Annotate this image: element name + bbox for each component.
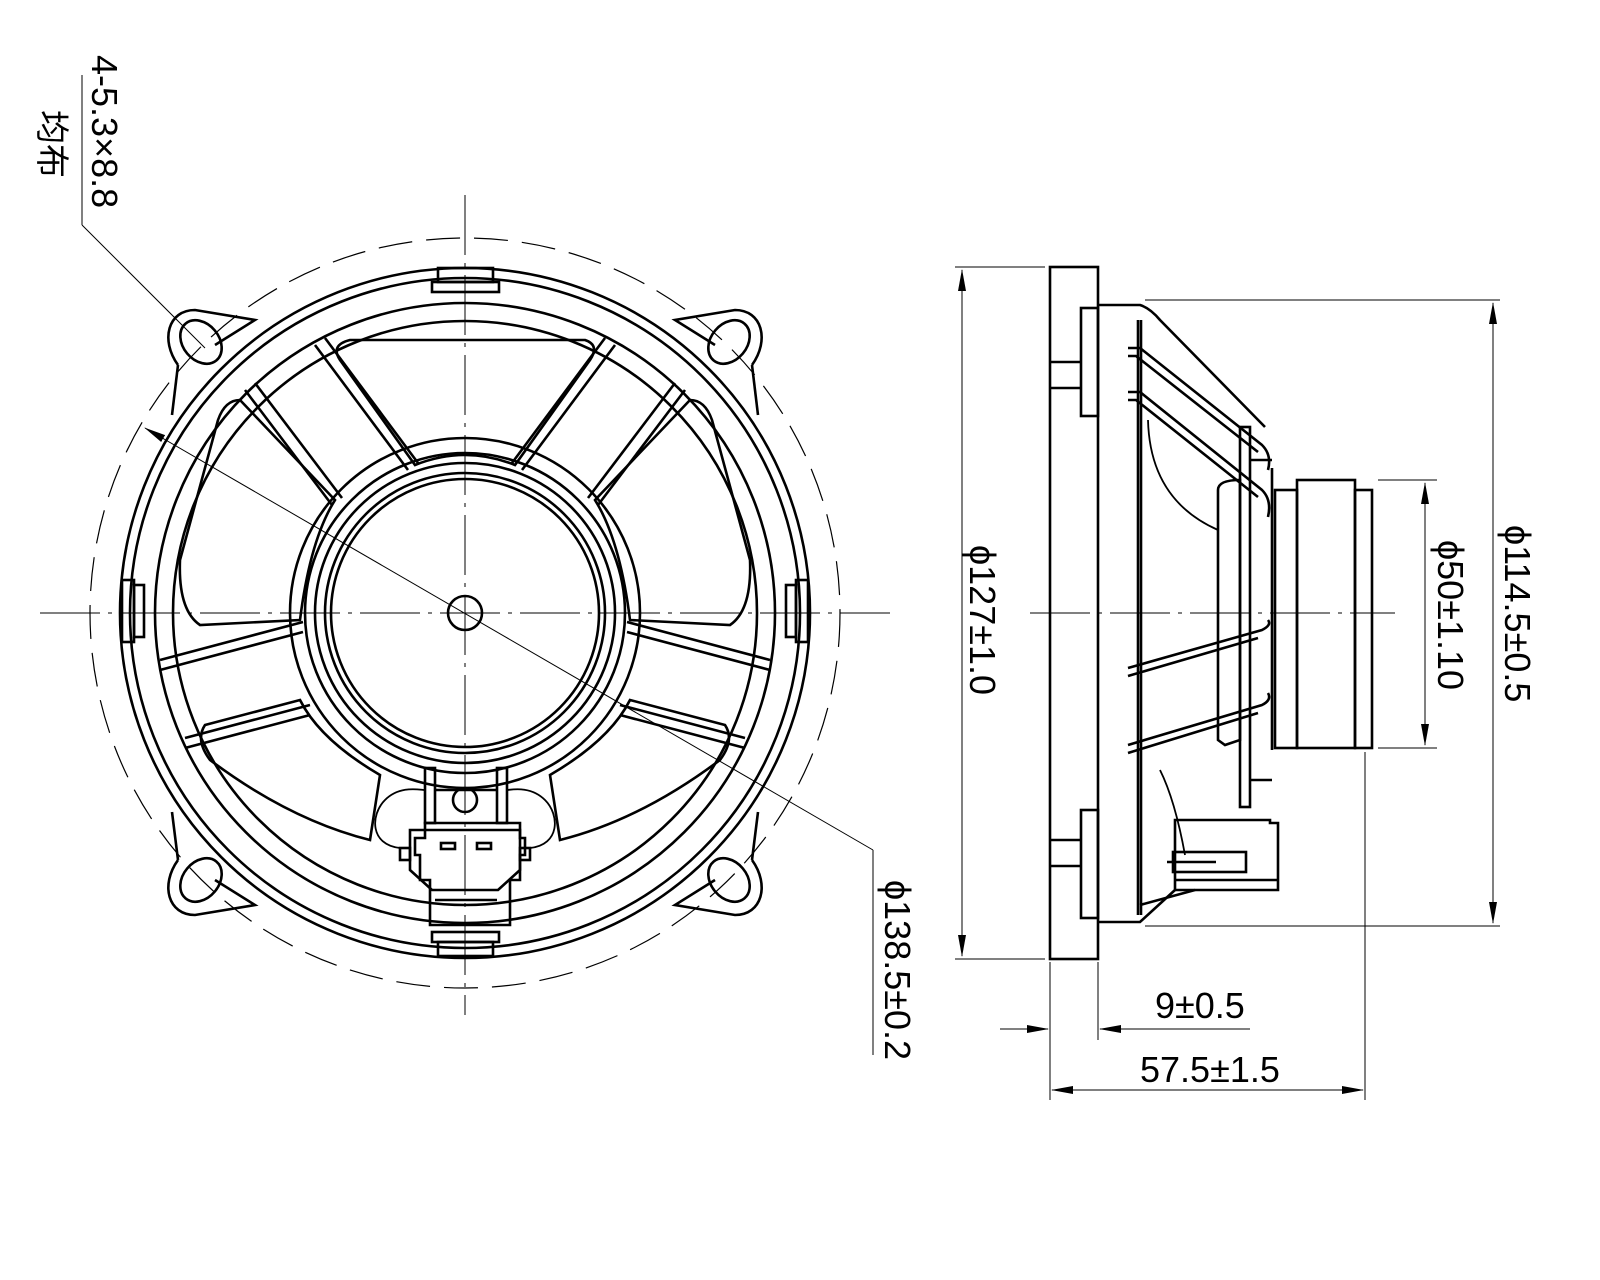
magnet-back-plate bbox=[1353, 488, 1374, 750]
mounting-hole-bottom-right bbox=[707, 856, 751, 904]
terminal-connector bbox=[374, 766, 556, 927]
mounting-ears bbox=[167, 308, 763, 917]
spokes bbox=[159, 337, 771, 750]
hole-callout-leader bbox=[81, 224, 206, 349]
diameter-leader-line bbox=[144, 427, 874, 851]
terminal-housing bbox=[1173, 818, 1280, 892]
clip-right bbox=[794, 578, 810, 644]
clip-left bbox=[120, 578, 136, 644]
window-top-left bbox=[178, 398, 337, 627]
frame-diameter-label: ϕ127±1.0 bbox=[962, 545, 1003, 695]
mounting-hole-top-right bbox=[707, 318, 751, 366]
outer-diameter-label: ϕ138.5±0.2 bbox=[877, 880, 918, 1060]
mounting-circle-dashed bbox=[89, 237, 841, 989]
hole-distribution-note: 均布 bbox=[31, 110, 71, 178]
flange bbox=[1048, 265, 1100, 961]
mounting-ear-top-right bbox=[671, 308, 763, 366]
flange-thickness-label: 9±0.5 bbox=[1155, 985, 1245, 1026]
basket-top-edge bbox=[1098, 303, 1266, 428]
basket-bottom-edge bbox=[1098, 889, 1176, 924]
window-top-right bbox=[593, 398, 752, 627]
magnet-front-plate bbox=[1273, 488, 1299, 750]
front-view bbox=[40, 75, 890, 1055]
mounting-hole-top-left bbox=[179, 318, 223, 366]
magnet-diameter-label: ϕ50±1.10 bbox=[1430, 540, 1471, 690]
mounting-hole-bottom-left bbox=[179, 856, 223, 904]
cone-curve bbox=[1147, 419, 1219, 531]
cone-diameter-label: ϕ114.5±0.5 bbox=[1497, 525, 1538, 702]
center-dustcap bbox=[446, 594, 484, 632]
mounting-ear-bottom-right bbox=[671, 859, 763, 917]
hole-spec-label: 4-5.3×8.8 bbox=[84, 55, 125, 208]
mounting-ear-top-left bbox=[167, 308, 259, 366]
magnet bbox=[1295, 478, 1357, 750]
magnet-outer bbox=[323, 471, 607, 755]
overall-depth-label: 57.5±1.5 bbox=[1140, 1049, 1280, 1090]
mounting-ear-bottom-left bbox=[167, 859, 259, 917]
side-view bbox=[955, 265, 1500, 1100]
